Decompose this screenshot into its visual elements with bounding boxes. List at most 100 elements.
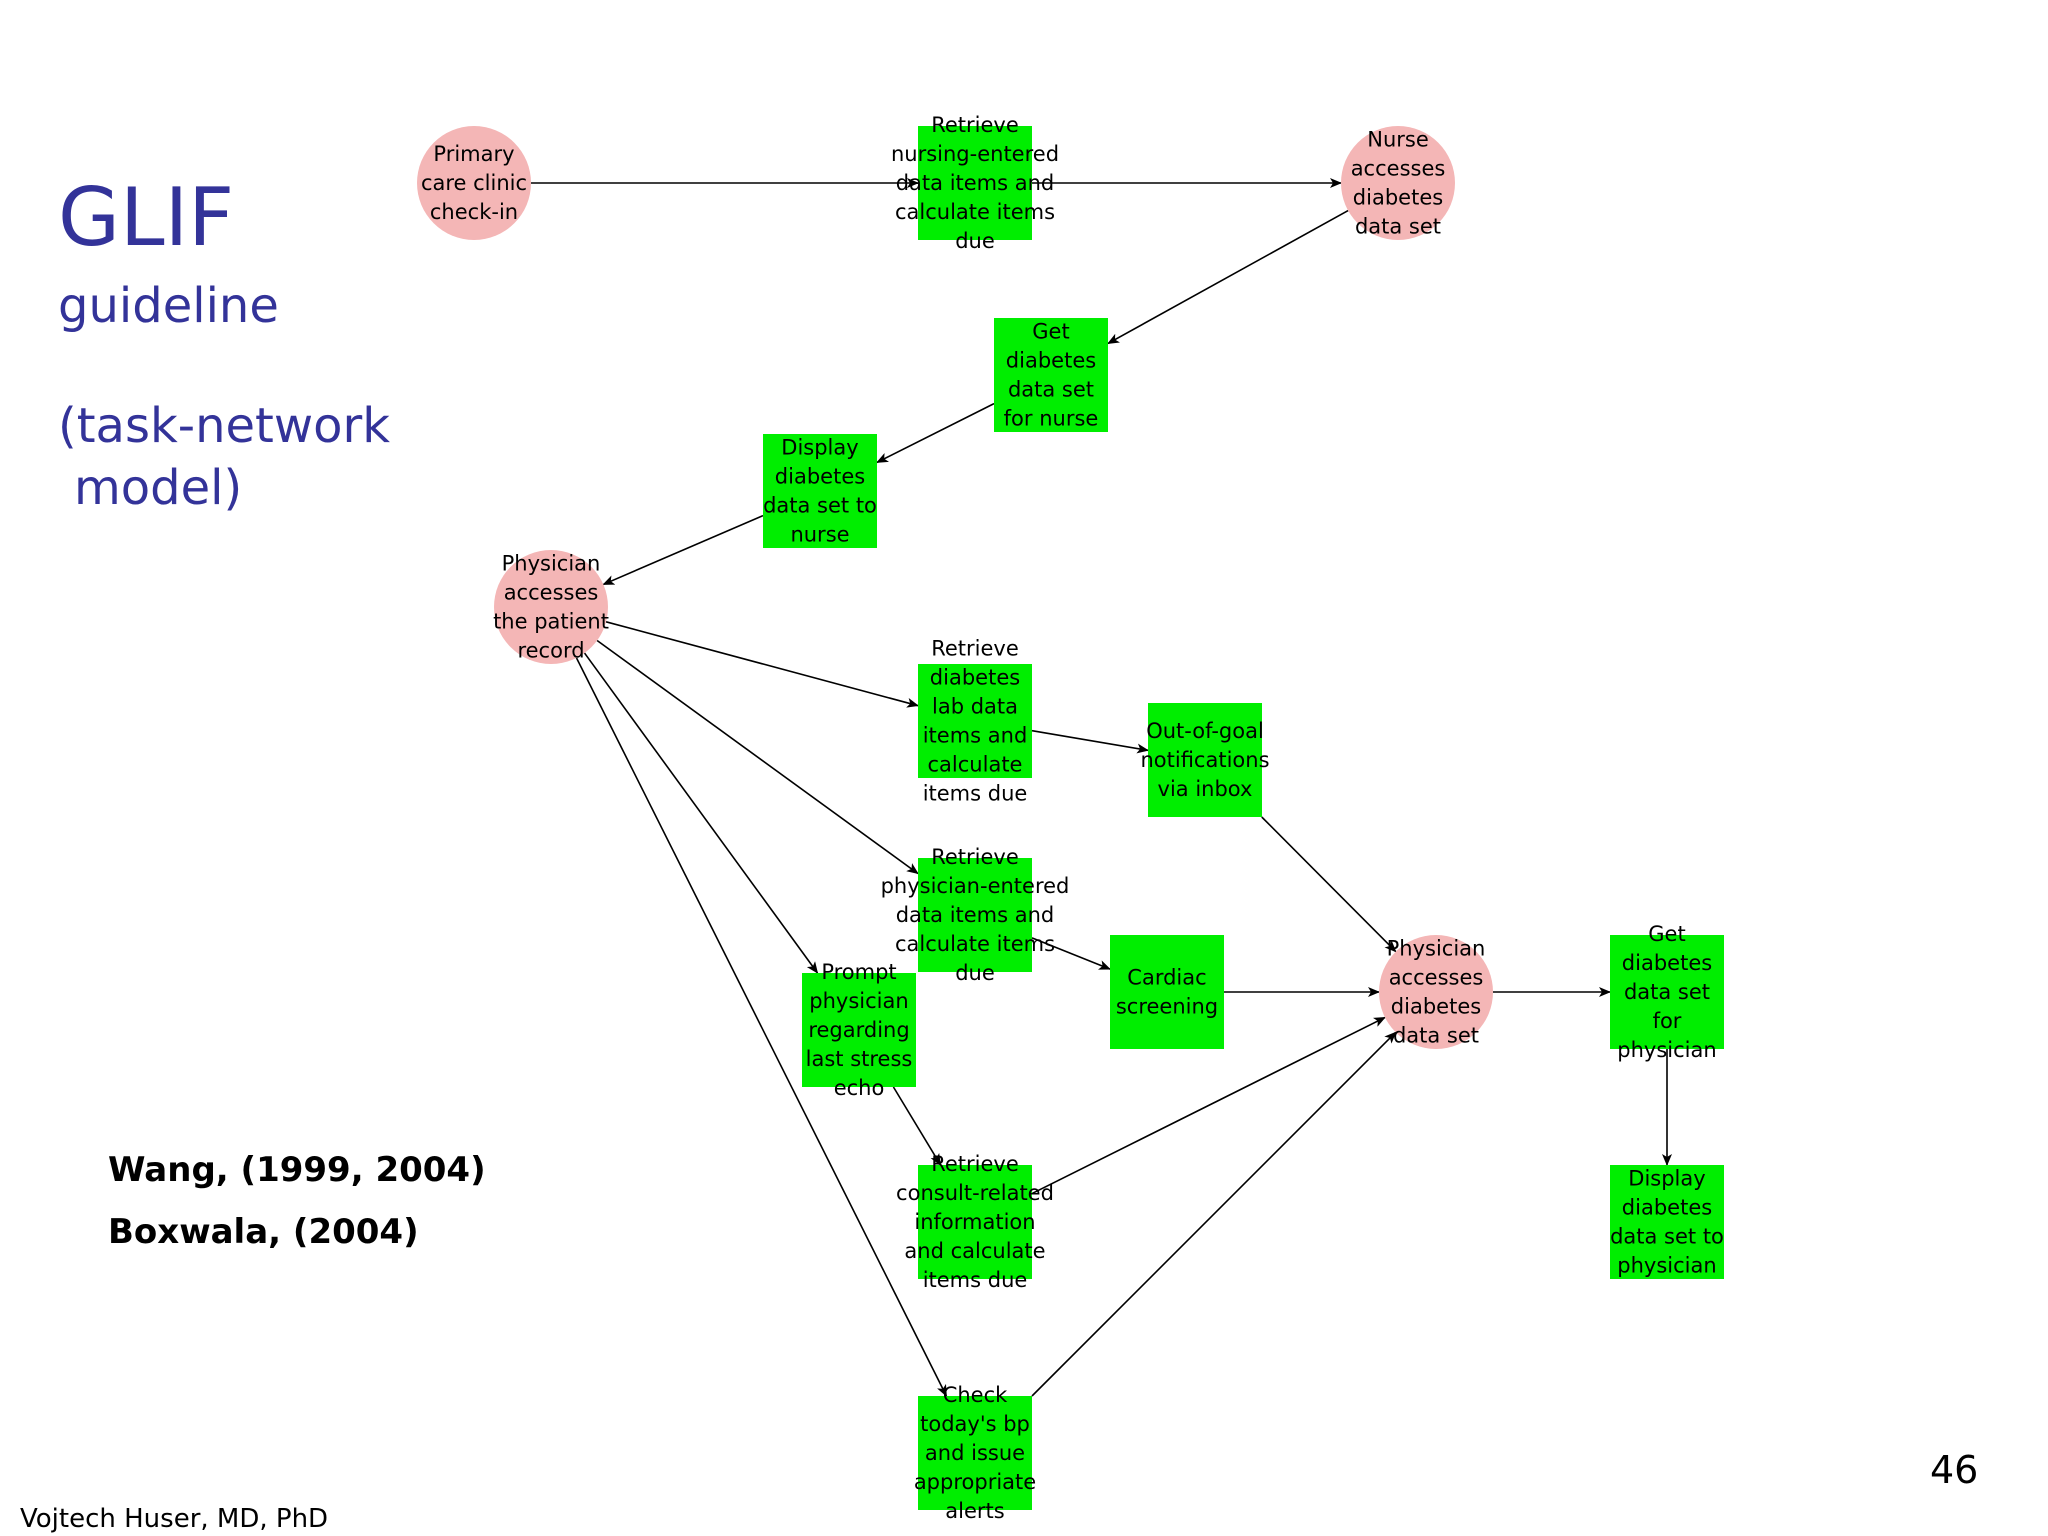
node-label-line: data set to — [1610, 1225, 1724, 1249]
slide-subtitle: guideline — [58, 278, 279, 334]
edge-get-dataset-nurse-to-display-dataset-nurse — [876, 402, 995, 464]
node-label-line: lab data — [932, 695, 1018, 719]
node-label-line: data set — [1624, 980, 1710, 1004]
node-label-line: Retrieve — [931, 113, 1019, 137]
node-label-line: Out-of-goal — [1146, 719, 1264, 743]
node-label-line: Retrieve — [931, 845, 1019, 869]
slide-title: GLIF — [58, 171, 235, 264]
node-label-line: accesses — [504, 581, 599, 605]
node-label-line: calculate items — [895, 932, 1055, 956]
node-label-line: physician-entered — [881, 874, 1070, 898]
edge-physician-accesses-record-to-retrieve-lab-data — [605, 621, 919, 708]
nodes-layer: Primary care clinic check-in Retrievenursin… — [417, 113, 1724, 1523]
node-label-line: data items and — [896, 903, 1055, 927]
node-label-line: Display — [1628, 1167, 1705, 1191]
node-retrieve-physician-data: Retrieve physician-entered data items and c… — [881, 845, 1070, 985]
node-label-line: the patient — [493, 610, 609, 634]
decision-node-shape — [1379, 935, 1493, 1049]
node-label-line: appropriate — [914, 1470, 1036, 1494]
author-footer: Vojtech Huser, MD, PhD — [20, 1504, 329, 1534]
node-label-line: data set — [1355, 215, 1441, 239]
node-check-bp: Check today's bp and issue appropriate alert… — [914, 1383, 1036, 1523]
reference-wang: Wang, (1999, 2004) — [108, 1150, 486, 1190]
node-primary-care-checkin: Primary care clinic check-in — [417, 126, 531, 240]
task-node-shape — [1148, 703, 1262, 817]
node-label-line: accesses — [1351, 157, 1446, 181]
node-label-line: check-in — [430, 200, 518, 224]
node-label-line: and calculate — [904, 1239, 1045, 1263]
node-label-line: echo — [834, 1076, 885, 1100]
reference-boxwala: Boxwala, (2004) — [108, 1212, 419, 1252]
node-label-line: Nurse — [1367, 128, 1429, 152]
edge-physician-accesses-record-to-retrieve-physician-data — [596, 639, 919, 875]
task-node-shape — [1610, 1165, 1724, 1279]
edge-retrieve-lab-data-to-out-of-goal — [1031, 729, 1149, 754]
node-label-line: alerts — [945, 1499, 1004, 1523]
node-label-line: Display — [781, 436, 858, 460]
node-label-line: today's bp — [920, 1412, 1030, 1436]
node-label-line: calculate items — [895, 200, 1055, 224]
node-label-line: due — [955, 229, 995, 253]
edge-physician-accesses-record-to-prompt-physician — [583, 652, 819, 974]
decision-node-shape — [417, 126, 531, 240]
node-label-line: accesses — [1389, 966, 1484, 990]
task-node-shape — [1110, 935, 1224, 1049]
node-label-line: diabetes — [930, 666, 1020, 690]
node-label-line: diabetes — [1391, 995, 1481, 1019]
node-label-line: due — [955, 961, 995, 985]
node-label-line: calculate — [928, 753, 1023, 777]
node-label-line: physician — [1617, 1038, 1716, 1062]
node-label-line: care clinic — [421, 171, 527, 195]
node-label-line: screening — [1116, 995, 1218, 1019]
edge-check-bp-to-physician-accesses-dataset — [1031, 1031, 1397, 1397]
model-label-line2: model) — [74, 460, 243, 516]
node-label-line: items and — [923, 724, 1028, 748]
node-retrieve-lab-data: Retrieve diabetes lab data items and calcula… — [918, 637, 1032, 806]
node-label-line: via inbox — [1158, 777, 1253, 801]
edge-retrieve-physician-data-to-cardiac-screening — [1031, 937, 1111, 970]
node-label-line: Primary — [433, 142, 514, 166]
node-label-line: physician — [1617, 1254, 1716, 1278]
node-label-line: nurse — [790, 523, 849, 547]
node-label-line: and issue — [925, 1441, 1025, 1465]
node-label-line: data set — [1008, 378, 1094, 402]
node-cardiac-screening: Cardiac screening — [1110, 935, 1224, 1049]
node-label-line: regarding — [808, 1018, 909, 1042]
node-label-line: Cardiac — [1127, 966, 1206, 990]
task-node-shape — [763, 434, 877, 548]
edge-prompt-physician-to-retrieve-consult — [892, 1086, 942, 1166]
node-label-line: Prompt — [821, 960, 896, 984]
edge-display-dataset-nurse-to-physician-accesses-record — [602, 514, 764, 586]
node-label-line: Retrieve — [931, 637, 1019, 661]
node-label-line: information — [914, 1210, 1035, 1234]
task-node-shape — [994, 318, 1108, 432]
task-node-shape — [1610, 935, 1724, 1049]
edge-physician-accesses-record-to-check-bp — [575, 657, 948, 1397]
node-label-line: last stress — [806, 1047, 913, 1071]
node-label-line: Retrieve — [931, 1152, 1019, 1176]
node-label-line: diabetes — [775, 465, 865, 489]
node-label-line: Check — [943, 1383, 1008, 1407]
node-label-line: data set to — [763, 494, 877, 518]
node-label-line: data set — [1393, 1024, 1479, 1048]
task-node-shape — [918, 664, 1032, 778]
page-number: 46 — [1930, 1448, 1979, 1492]
model-label-line1: (task-network — [58, 398, 391, 454]
edge-retrieve-consult-to-physician-accesses-dataset — [1031, 1016, 1386, 1195]
node-label-line: items due — [923, 782, 1028, 806]
node-label-line: data items and — [896, 171, 1055, 195]
node-label-line: items due — [923, 1268, 1028, 1292]
node-label-line: record — [517, 639, 584, 663]
node-label-line: Get — [1032, 320, 1069, 344]
node-label-line: for nurse — [1004, 407, 1099, 431]
task-node-shape — [802, 973, 916, 1087]
